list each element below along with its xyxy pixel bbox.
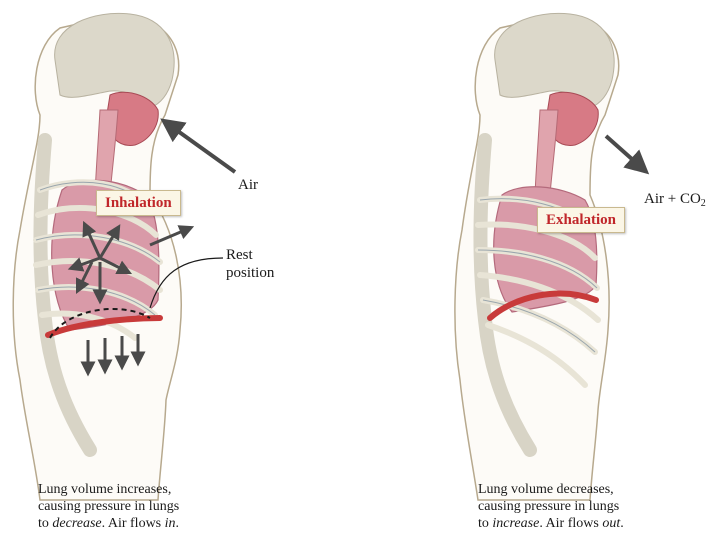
exhale-caption-out: out [602, 516, 620, 531]
rest-label-line2: position [226, 264, 274, 282]
air-in-label: Air [238, 176, 258, 194]
exhale-caption-increase: increase [492, 516, 539, 531]
inhalation-caption: Lung volume increases, causing pressure … [38, 481, 179, 532]
inhale-caption-end: . [176, 516, 180, 531]
air-co2-label: Air + CO2 [644, 190, 706, 208]
exhale-caption-line1: Lung volume decreases, [478, 481, 624, 498]
rest-label-line1: Rest [226, 246, 274, 264]
exhale-caption-mid: . Air flows [539, 516, 602, 531]
inhale-caption-to: to [38, 516, 52, 531]
inhale-caption-decrease: decrease [52, 516, 101, 531]
co2-subscript: 2 [701, 198, 706, 209]
inhale-caption-line3: to decrease. Air flows in. [38, 515, 179, 532]
air-in-arrow [168, 124, 235, 172]
rest-position-label: Rest position [226, 246, 274, 282]
exhalation-label: Exhalation [537, 207, 625, 233]
inhale-caption-mid: . Air flows [102, 516, 165, 531]
inhale-caption-line2: causing pressure in lungs [38, 498, 179, 515]
inhalation-figure [13, 13, 235, 500]
air-co2-text: Air + CO [644, 191, 701, 207]
exhale-caption-end: . [620, 516, 624, 531]
exhale-caption-line2: causing pressure in lungs [478, 498, 624, 515]
inhale-caption-in: in [165, 516, 176, 531]
inhalation-label: Inhalation [96, 190, 181, 216]
inhale-caption-line1: Lung volume increases, [38, 481, 179, 498]
exhale-caption-to: to [478, 516, 492, 531]
exhale-caption-line3: to increase. Air flows out. [478, 515, 624, 532]
air-out-arrow [606, 136, 642, 168]
exhalation-caption: Lung volume decreases, causing pressure … [478, 481, 624, 532]
exhalation-figure [455, 13, 642, 500]
